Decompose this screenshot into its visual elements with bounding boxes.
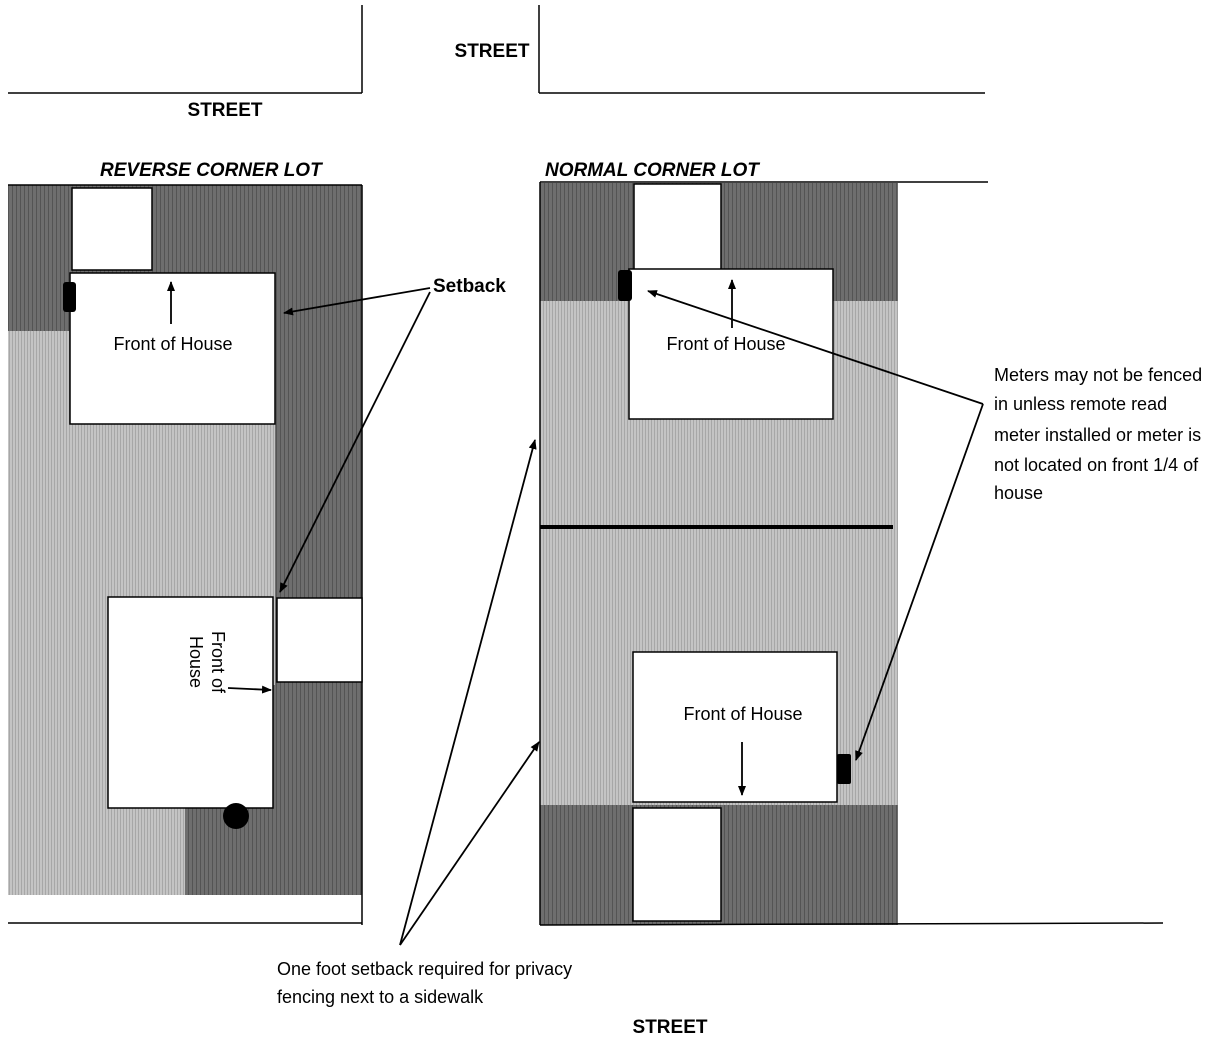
meters-note-line: house xyxy=(994,483,1043,503)
street-label-bottom: STREET xyxy=(633,1017,708,1038)
reverse-lot-title: REVERSE CORNER LOT xyxy=(100,160,323,181)
reverse-house-bottom-label-line2: House xyxy=(186,636,206,688)
normal-house-bottom-label: Front of House xyxy=(683,704,802,724)
meters-arrow-top xyxy=(647,290,984,405)
reverse-front-arrow-side xyxy=(227,685,272,694)
reverse-lot-house-bottom xyxy=(107,596,274,809)
street-lines xyxy=(8,5,985,94)
reverse-house-top-label: Front of House xyxy=(113,334,232,354)
normal-house-top-label: Front of House xyxy=(666,334,785,354)
privacy-arrow-top xyxy=(399,439,537,946)
setback-arrow-2 xyxy=(279,291,431,593)
normal-lot-garage-bottom xyxy=(632,807,722,922)
meters-note-line: meter installed or meter is xyxy=(994,425,1201,445)
reverse-lot-house-top xyxy=(69,272,276,425)
setback-arrow-1 xyxy=(283,287,431,316)
reverse-lot-garage-top xyxy=(71,187,153,271)
street-label-top-center: STREET xyxy=(455,41,530,62)
normal-lot-meter-bottom xyxy=(837,754,851,784)
meters-arrow-bottom xyxy=(855,403,984,761)
reverse-corner-lot xyxy=(8,184,363,925)
street-label-top-left: STREET xyxy=(188,100,263,121)
privacy-arrow-bottom xyxy=(399,741,540,946)
normal-lot-garage-top xyxy=(633,183,722,272)
setback-label: Setback xyxy=(433,276,506,297)
normal-lot-title: NORMAL CORNER LOT xyxy=(545,160,760,181)
privacy-note-line: fencing next to a sidewalk xyxy=(277,987,484,1007)
reverse-house-bottom-label-line1: Front of xyxy=(208,631,228,694)
normal-lot-house-top xyxy=(628,268,834,420)
meters-note: Meters may not be fenced in unless remot… xyxy=(994,365,1202,503)
meters-note-line: in unless remote read xyxy=(994,394,1167,414)
privacy-note-line: One foot setback required for privacy xyxy=(277,959,572,979)
normal-corner-lot xyxy=(539,181,1164,926)
privacy-note: One foot setback required for privacy fe… xyxy=(277,959,572,1007)
reverse-lot-meter-bottom xyxy=(223,803,249,829)
normal-lot-house-bottom xyxy=(632,651,838,803)
reverse-lot-meter-top xyxy=(63,282,76,312)
meters-note-line: Meters may not be fenced xyxy=(994,365,1202,385)
meters-note-line: not located on front 1/4 of xyxy=(994,455,1199,475)
normal-lot-meter-top xyxy=(618,270,632,301)
reverse-lot-garage-side xyxy=(276,597,363,683)
